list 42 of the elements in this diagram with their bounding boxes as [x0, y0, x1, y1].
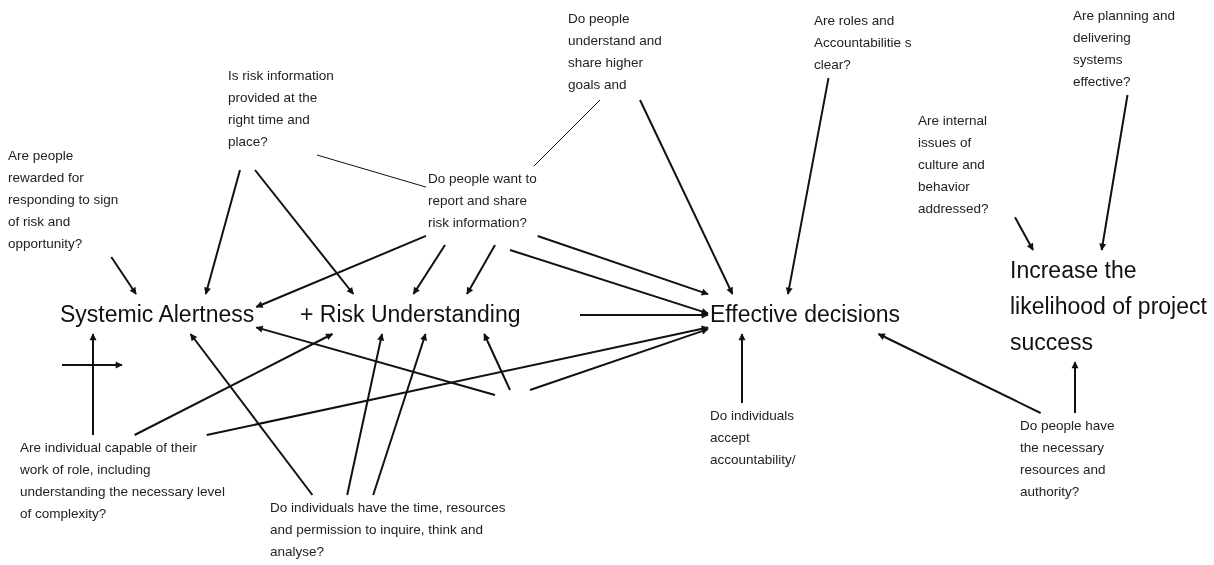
question-text: Do people want to report and share risk information? — [428, 168, 540, 234]
arrow — [254, 169, 355, 295]
question-text: Are individual capable of their work of role, including understanding the necessary level of complexity? — [20, 437, 225, 525]
question-text: Do people have the necessary resources and authority? — [1020, 415, 1128, 503]
concept-text: + Risk Understanding — [300, 296, 521, 332]
connector-line — [533, 99, 601, 167]
question-text: Is risk information provided at the right time and place? — [228, 65, 336, 153]
arrow — [509, 249, 709, 315]
arrow — [205, 325, 709, 436]
arrow — [738, 333, 746, 404]
arrow — [204, 169, 241, 295]
arrow — [536, 235, 709, 296]
connector-line — [316, 154, 427, 188]
arrow — [877, 333, 1042, 414]
question-text: Do individuals have the time, resources and permission to inquire, think and analyse? — [270, 497, 525, 563]
arrow — [483, 333, 511, 391]
arrow — [372, 333, 427, 496]
concept-text: Systemic Alertness — [60, 296, 255, 332]
question-text: Do individuals accept accountability/ — [710, 405, 822, 471]
arrow — [89, 333, 97, 436]
arrow — [466, 244, 496, 295]
question-text: Are roles and Accountabilitie s clear? — [814, 10, 918, 76]
arrow — [255, 325, 496, 396]
arrow — [189, 333, 314, 496]
arrow — [110, 256, 137, 295]
arrow — [1071, 361, 1079, 414]
arrow — [579, 311, 709, 319]
concept-text: Increase the likelihood of project success — [1010, 252, 1214, 360]
arrow — [785, 77, 830, 295]
concept-text: Effective decisions — [710, 296, 901, 332]
arrow — [1099, 94, 1129, 251]
arrow — [639, 99, 734, 295]
question-text: Do people understand and share higher goals and — [568, 8, 672, 96]
arrow — [133, 333, 334, 436]
question-text: Are internal issues of culture and behavior addressed? — [918, 110, 1013, 220]
arrow — [412, 244, 446, 295]
arrow — [255, 234, 427, 308]
question-text: Are planning and delivering systems effective? — [1073, 5, 1183, 93]
question-text: Are people rewarded for responding to sign of risk and opportunity? — [8, 145, 128, 255]
arrow — [346, 333, 385, 496]
arrow — [529, 327, 709, 391]
arrow — [1014, 216, 1034, 251]
